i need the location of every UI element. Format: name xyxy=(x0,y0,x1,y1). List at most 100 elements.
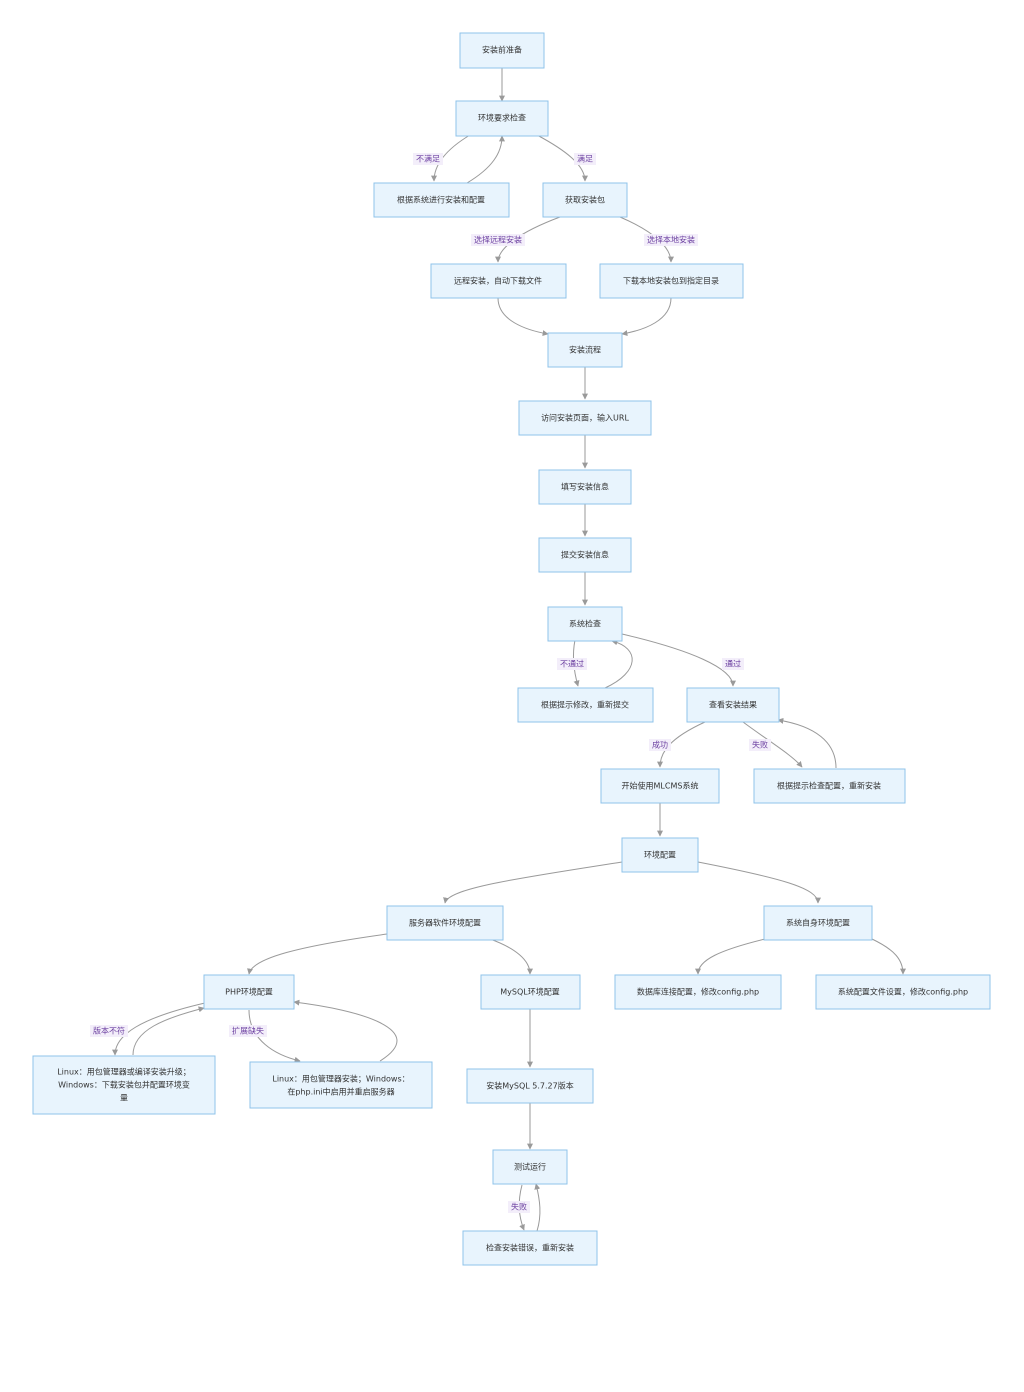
node-checkerr-label: 检查安装错误，重新安装 xyxy=(486,1243,574,1253)
edge-envconf-selfconf xyxy=(697,861,821,904)
edge-label-version: 版本不符 xyxy=(90,1025,128,1037)
node-flow: 安装流程 xyxy=(547,332,623,368)
node-envcheck-label: 环境要求检查 xyxy=(478,113,526,123)
node-dbconn-label: 数据库连接配置，修改config.php xyxy=(637,987,759,997)
node-getpkg-label: 获取安装包 xyxy=(565,195,605,205)
edge-envconf-server xyxy=(443,861,623,904)
edge-label-pass: 通过 xyxy=(722,658,744,670)
edge-envcheck-getpkg xyxy=(536,134,588,182)
edge-label-notmet: 不满足 xyxy=(413,153,443,165)
node-local: 下载本地安装包到指定目录 xyxy=(599,263,744,299)
edge-server-mysql xyxy=(489,938,533,975)
node-flow-label: 安装流程 xyxy=(569,345,601,355)
node-syscheck: 系统检查 xyxy=(547,606,623,642)
edge-label-local: 选择本地安装 xyxy=(644,234,698,246)
edge-label-met: 满足 xyxy=(574,153,596,165)
node-reinstall-label: 根据提示检查配置，重新安装 xyxy=(777,781,881,791)
node-php: PHP环境配置 xyxy=(203,974,295,1010)
edge-reinstall-result xyxy=(777,717,837,769)
node-phpext: Linux：用包管理器安装；Windows： 在php.ini中启用并重启服务器 xyxy=(249,1061,433,1109)
edge-configsys-envcheck xyxy=(466,135,505,184)
edge-label-version-text: 版本不符 xyxy=(93,1026,125,1036)
node-sysfile-label: 系统配置文件设置，修改config.php xyxy=(838,987,968,997)
node-phpver: Linux：用包管理器或编译安装升级； Windows：下载安装包并配置环境变 … xyxy=(32,1055,216,1115)
node-selfconf-label: 系统自身环境配置 xyxy=(786,918,850,928)
node-phpver-line2: Windows：下载安装包并配置环境变 xyxy=(58,1080,190,1090)
edge-fix-syscheck xyxy=(604,639,633,689)
edge-label-testfail: 失败 xyxy=(508,1201,530,1213)
node-result-label: 查看安装结果 xyxy=(709,700,757,710)
node-phpext-line1: Linux：用包管理器安装；Windows： xyxy=(272,1074,409,1084)
edge-phpext-php xyxy=(293,999,398,1062)
edge-selfconf-sysfile xyxy=(871,938,906,975)
edge-label-notmet-text: 不满足 xyxy=(416,154,440,164)
node-local-label: 下载本地安装包到指定目录 xyxy=(623,276,719,286)
node-fix: 根据提示修改，重新提交 xyxy=(517,687,654,723)
node-prep-label: 安装前准备 xyxy=(482,45,522,55)
node-submit: 提交安装信息 xyxy=(538,537,632,573)
node-visit-label: 访问安装页面，输入URL xyxy=(541,413,629,423)
edge-remote-flow xyxy=(497,297,549,337)
edge-local-flow xyxy=(621,297,672,337)
edge-selfconf-dbconn xyxy=(695,938,766,975)
edge-phpver-php xyxy=(132,1006,205,1056)
edge-label-pass-text: 通过 xyxy=(725,659,741,669)
edge-labels: 不满足 满足 选择远程安装 选择本地安装 不通过 通过 成功 失败 xyxy=(90,153,771,1213)
node-envcheck: 环境要求检查 xyxy=(455,100,549,137)
edge-label-fail: 不通过 xyxy=(557,658,587,670)
edge-php-phpver xyxy=(112,1002,206,1056)
edge-label-fail-text: 不通过 xyxy=(560,659,584,669)
node-configsys-label: 根据系统进行安装和配置 xyxy=(397,195,485,205)
node-submit-label: 提交安装信息 xyxy=(561,550,609,560)
node-test-label: 测试运行 xyxy=(514,1162,546,1172)
edge-label-remote: 选择远程安装 xyxy=(471,234,525,246)
node-selfconf: 系统自身环境配置 xyxy=(763,905,873,941)
node-server: 服务器软件环境配置 xyxy=(386,905,504,941)
node-envconf-label: 环境配置 xyxy=(644,850,676,860)
edge-result-reinstall xyxy=(742,721,803,768)
node-envconf: 环境配置 xyxy=(621,837,699,873)
node-getpkg: 获取安装包 xyxy=(542,182,628,218)
node-result: 查看安装结果 xyxy=(686,687,780,723)
node-visit: 访问安装页面，输入URL xyxy=(518,400,652,436)
edge-label-success: 成功 xyxy=(649,739,671,751)
edge-php-phpext xyxy=(248,1009,301,1063)
node-checkerr: 检查安装错误，重新安装 xyxy=(462,1230,598,1266)
node-server-label: 服务器软件环境配置 xyxy=(409,918,481,928)
node-start-label: 开始使用MLCMS系统 xyxy=(622,781,699,791)
node-php-label: PHP环境配置 xyxy=(225,987,273,997)
node-mysql: MySQL环境配置 xyxy=(480,974,581,1010)
edge-checkerr-test xyxy=(534,1183,541,1232)
node-configsys: 根据系统进行安装和配置 xyxy=(373,182,510,218)
node-phpver-line3: 量 xyxy=(120,1094,128,1103)
node-mysql-label: MySQL环境配置 xyxy=(500,987,559,997)
edge-label-remote-text: 选择远程安装 xyxy=(474,235,522,245)
node-remote: 远程安装，自动下载文件 xyxy=(430,263,567,299)
edge-label-extension-text: 扩展缺失 xyxy=(232,1026,264,1036)
node-reinstall: 根据提示检查配置，重新安装 xyxy=(753,768,906,804)
node-installmysql-label: 安装MySQL 5.7.27版本 xyxy=(486,1081,573,1091)
edge-label-testfail-text: 失败 xyxy=(511,1202,527,1212)
node-phpext-line2: 在php.ini中启用并重启服务器 xyxy=(287,1087,394,1097)
edge-syscheck-result xyxy=(621,633,736,687)
node-start: 开始使用MLCMS系统 xyxy=(600,768,720,804)
edge-label-failed-text: 失败 xyxy=(752,740,768,750)
node-remote-label: 远程安装，自动下载文件 xyxy=(454,276,542,286)
node-installmysql: 安装MySQL 5.7.27版本 xyxy=(466,1068,594,1104)
edge-label-met-text: 满足 xyxy=(577,154,593,164)
edge-label-extension: 扩展缺失 xyxy=(229,1025,267,1037)
edge-label-local-text: 选择本地安装 xyxy=(647,235,695,245)
node-fill-label: 填写安装信息 xyxy=(561,482,609,492)
node-syscheck-label: 系统检查 xyxy=(569,619,601,629)
node-fix-label: 根据提示修改，重新提交 xyxy=(541,700,629,710)
node-fill: 填写安装信息 xyxy=(538,469,632,505)
nodes: 安装前准备 环境要求检查 根据系统进行安装和配置 获取安装包 远程安装，自动下载… xyxy=(32,32,991,1266)
edge-label-failed: 失败 xyxy=(749,739,771,751)
node-prep: 安装前准备 xyxy=(459,32,545,69)
edge-server-php xyxy=(247,933,388,975)
edge-label-success-text: 成功 xyxy=(652,740,668,750)
node-dbconn: 数据库连接配置，修改config.php xyxy=(614,974,782,1010)
node-test: 测试运行 xyxy=(492,1149,568,1185)
node-sysfile: 系统配置文件设置，修改config.php xyxy=(815,974,991,1010)
